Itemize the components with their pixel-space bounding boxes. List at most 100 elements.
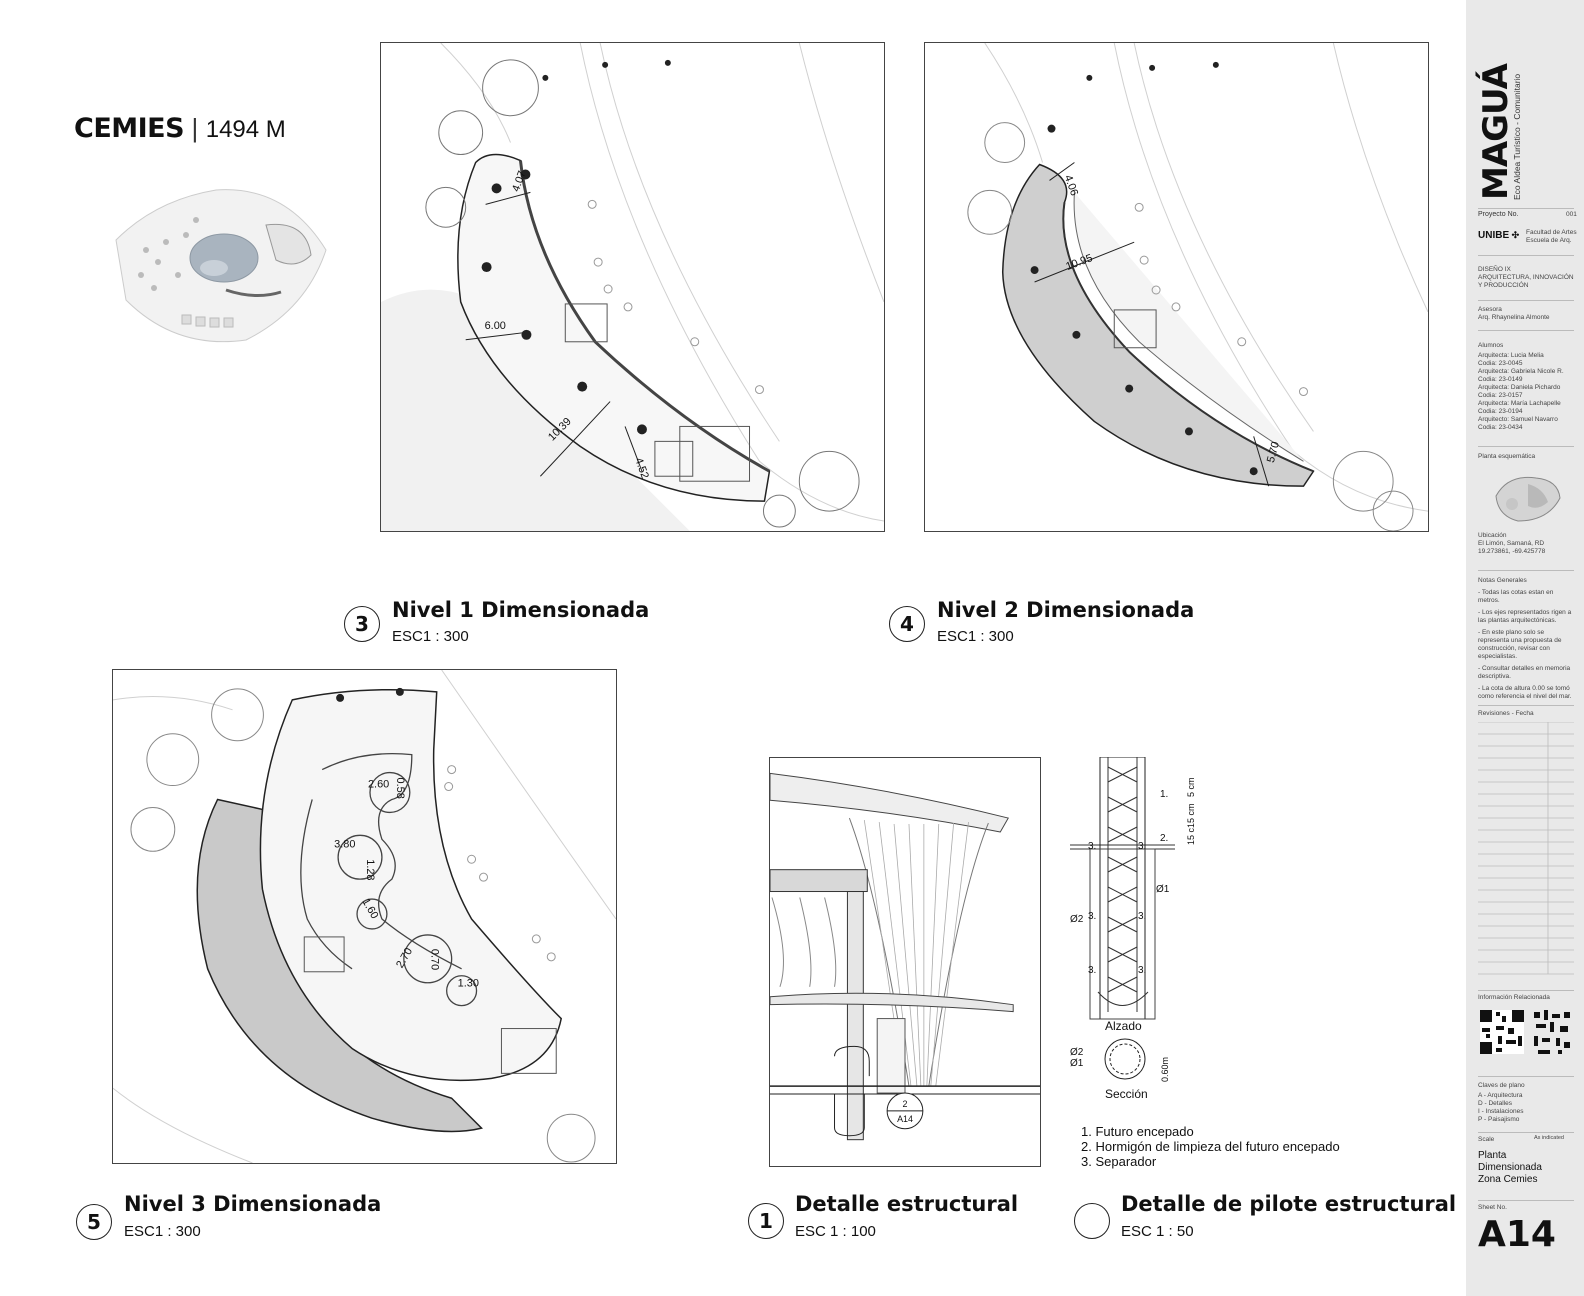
- student-line: Arquitecta: María Lachapelle: [1478, 400, 1561, 407]
- dim-label: 2.60: [368, 779, 389, 791]
- drawing-scale: ESC1 : 300: [937, 628, 1014, 645]
- bar-label: Ø2: [1070, 914, 1084, 925]
- dim-label: 3.80: [334, 838, 355, 850]
- bar-label: Ø1: [1070, 1058, 1084, 1069]
- students-label: Alumnos: [1478, 342, 1504, 349]
- sheet-title-line: Dimensionada: [1478, 1162, 1542, 1173]
- title-block: MAGUÁ Eco Aldea Turístico - Comunitario …: [1466, 0, 1584, 1296]
- project-heading: CEMIES | 1494 M: [74, 113, 286, 144]
- course-desc: ARQUITECTURA, INNOVACIÓN Y PRODUCCIÓN: [1478, 274, 1574, 289]
- sheet-title-line: Zona Cemies: [1478, 1174, 1538, 1185]
- sheet-number: A14: [1478, 1214, 1556, 1255]
- bar-label: Ø2: [1070, 1047, 1084, 1058]
- related-info-label: Información Relacionada: [1478, 994, 1550, 1001]
- pile-note: 1. Futuro encepado: [1081, 1124, 1194, 1139]
- notes-label: Notas Generales: [1478, 577, 1527, 584]
- student-line: Arquitecta: Lucia Melia: [1478, 352, 1544, 359]
- key-line: P - Paisajismo: [1478, 1116, 1520, 1123]
- scale-value: As indicated: [1534, 1135, 1564, 1141]
- location-label: Ubicación: [1478, 532, 1507, 539]
- brand-name: MAGUÁ: [1476, 64, 1516, 200]
- drawing-title: Nivel 3 Dimensionada: [124, 1192, 382, 1216]
- detail-ref-sheet: A14: [897, 1114, 913, 1124]
- detail-ref-number: 2: [903, 1099, 908, 1109]
- dim-label: 6.00: [485, 320, 506, 332]
- course-name: DISEÑO IX: [1478, 266, 1511, 273]
- qr-codes: [1478, 1008, 1574, 1064]
- alzado-label: Alzado: [1105, 1019, 1142, 1033]
- drawing-scale: ESC1 : 300: [124, 1223, 201, 1240]
- dim-label: 0.58: [394, 778, 406, 799]
- note-line: - La cota de altura 0.00 se tomó como re…: [1478, 685, 1572, 700]
- plan-nivel-2: 4.06 10.95 5.70: [924, 42, 1429, 532]
- drawing-number-badge: [1074, 1203, 1110, 1239]
- brand-subtitle: Eco Aldea Turístico - Comunitario: [1512, 73, 1522, 200]
- keys-label: Claves de plano: [1478, 1082, 1525, 1089]
- drawing-number-badge: 1: [748, 1203, 784, 1239]
- student-line: Codia: 23-0045: [1478, 360, 1523, 367]
- drawing-scale: ESC1 : 300: [392, 628, 469, 645]
- note-line: - En este plano solo se representa una p…: [1478, 629, 1562, 660]
- seccion-label: Sección: [1105, 1087, 1148, 1101]
- advisor-label: Asesora: [1478, 306, 1502, 313]
- drawing-scale: ESC 1 : 50: [1121, 1223, 1194, 1240]
- pile-note: 2. Hormigón de limpieza del futuro encep…: [1081, 1139, 1340, 1154]
- plan-nivel-1: 4.07 6.00 10.39 4.52: [380, 42, 885, 532]
- student-line: Codia: 23-0149: [1478, 376, 1523, 383]
- scale-label: Scale: [1478, 1136, 1495, 1143]
- drawing-title: Nivel 1 Dimensionada: [392, 598, 650, 622]
- dim-label: 1.30: [458, 978, 479, 990]
- pile-callout: 1.: [1160, 789, 1168, 800]
- pile-callout: 3.: [1088, 911, 1096, 922]
- dim-label: 0.70: [429, 949, 441, 970]
- pile-callout: 3.: [1138, 911, 1146, 922]
- key-line: A - Arquitectura: [1478, 1092, 1523, 1099]
- key-line: I - Instalaciones: [1478, 1108, 1524, 1115]
- location: Ubicación El Limón, Samaná, RD 19.273861…: [1478, 532, 1545, 556]
- pile-callout: 3.: [1138, 841, 1146, 852]
- project-no: 001: [1566, 211, 1577, 218]
- faculty-line: Escuela de Arq.: [1526, 237, 1572, 244]
- pile-notes: 1. Futuro encepado 2. Hormigón de limpie…: [1081, 1124, 1340, 1169]
- student-line: Codia: 23-0157: [1478, 392, 1523, 399]
- schematic-label: Planta esquemática: [1478, 453, 1536, 460]
- heading-separator: |: [191, 113, 199, 143]
- student-line: Codia: 23-0194: [1478, 408, 1523, 415]
- note-line: - Los ejes representados rigen a las pla…: [1478, 609, 1572, 624]
- pile-callout: 3.: [1088, 841, 1096, 852]
- revisions-label: Revisiones - Fecha: [1478, 710, 1534, 717]
- pile-callout: 3.: [1088, 965, 1096, 976]
- pile-dim-top: 5 cm: [1186, 777, 1196, 797]
- sheet-title: Planta Dimensionada Zona Cemies: [1478, 1150, 1542, 1186]
- general-notes: Notas Generales - Todas las cotas estan …: [1478, 577, 1574, 701]
- drawing-number-badge: 4: [889, 606, 925, 642]
- bar-label: Ø1: [1156, 884, 1170, 895]
- student-line: Arquitecta: Daniela Pichardo: [1478, 384, 1561, 391]
- dim-label: 1.28: [364, 859, 376, 880]
- drawing-title: Nivel 2 Dimensionada: [937, 598, 1195, 622]
- student-line: Codia: 23-0434: [1478, 424, 1523, 431]
- pile-callout: 2.: [1160, 833, 1168, 844]
- sheet-title-line: Planta: [1478, 1150, 1507, 1161]
- pile-dim-diameter: 0.60m: [1160, 1057, 1170, 1082]
- students: Alumnos Arquitecta: Lucia Melia Codia: 2…: [1478, 342, 1574, 432]
- sheet-no-label: Sheet No.: [1478, 1204, 1507, 1211]
- project-name: CEMIES: [74, 113, 185, 144]
- university-name: UNIBE: [1478, 230, 1510, 241]
- drawing-scale: ESC 1 : 100: [795, 1223, 876, 1240]
- student-line: Arquitecta: Gabriela Nicole R.: [1478, 368, 1564, 375]
- pile-note: 3. Separador: [1081, 1154, 1157, 1169]
- course: DISEÑO IX ARQUITECTURA, INNOVACIÓN Y PRO…: [1478, 266, 1574, 290]
- note-line: - Todas las cotas estan en metros.: [1478, 589, 1554, 604]
- faculty-line: Facultad de Artes: [1526, 229, 1577, 236]
- revisions-table: [1478, 721, 1574, 980]
- project-no-label: Proyecto No.: [1478, 211, 1519, 218]
- schematic-plan-thumbnail: [1488, 466, 1568, 528]
- drawing-number-badge: 3: [344, 606, 380, 642]
- pile-detail-drawing: 1. 2. 3. 3. 3. 3. 3. 3. Ø1 Ø2 Ø2 Ø1 5 cm…: [1070, 756, 1210, 1127]
- university-logo: UNIBE ✣: [1478, 230, 1520, 241]
- faculty: Facultad de Artes Escuela de Arq.: [1526, 229, 1577, 245]
- plan-keys: Claves de plano A - Arquitectura D - Det…: [1478, 1082, 1525, 1124]
- note-line: - Consultar detalles en memoria descript…: [1478, 665, 1571, 680]
- project-elevation: 1494 M: [205, 116, 286, 143]
